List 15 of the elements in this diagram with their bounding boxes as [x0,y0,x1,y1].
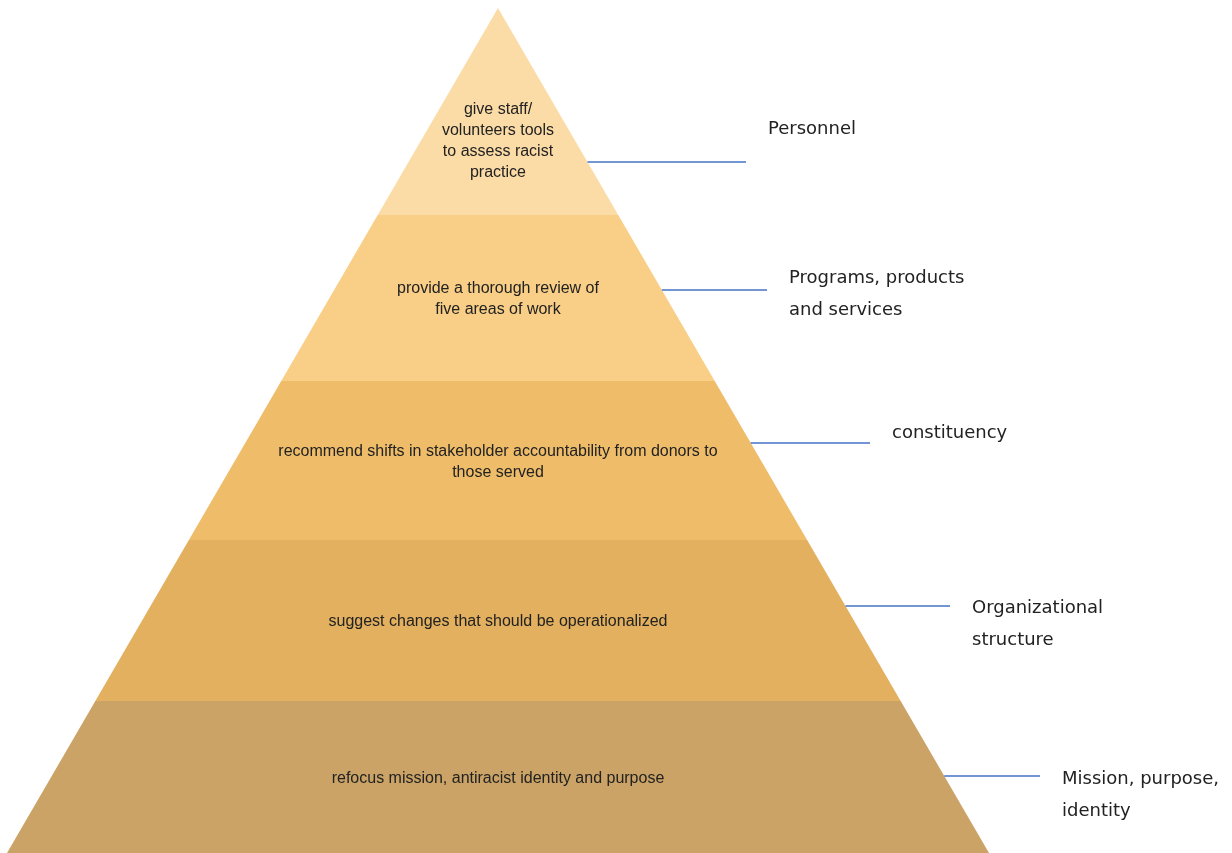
leader-line [661,289,768,291]
leader-line [844,605,951,607]
leader-line [943,775,1041,777]
leader-line [750,442,871,444]
tier-text: refocus mission, antiracist identity and purpose [330,767,666,788]
tier-text: recommend shifts in stakeholder accountability from donors to those served [278,440,718,482]
layer-label: Organizational structure [950,591,1132,655]
layer-label: Programs, products and services [767,261,989,325]
layer-label: Personnel [746,112,888,144]
layer-label: constituency [870,416,1042,448]
tier-text: provide a thorough review of five areas of work [396,278,600,319]
tier-text: suggest changes that should be operationalized [327,611,669,631]
tier-text: give staff/ volunteers tools to assess racist practice [440,98,555,182]
leader-line [586,161,747,163]
layer-label: Mission, purpose, identity [1040,762,1232,826]
